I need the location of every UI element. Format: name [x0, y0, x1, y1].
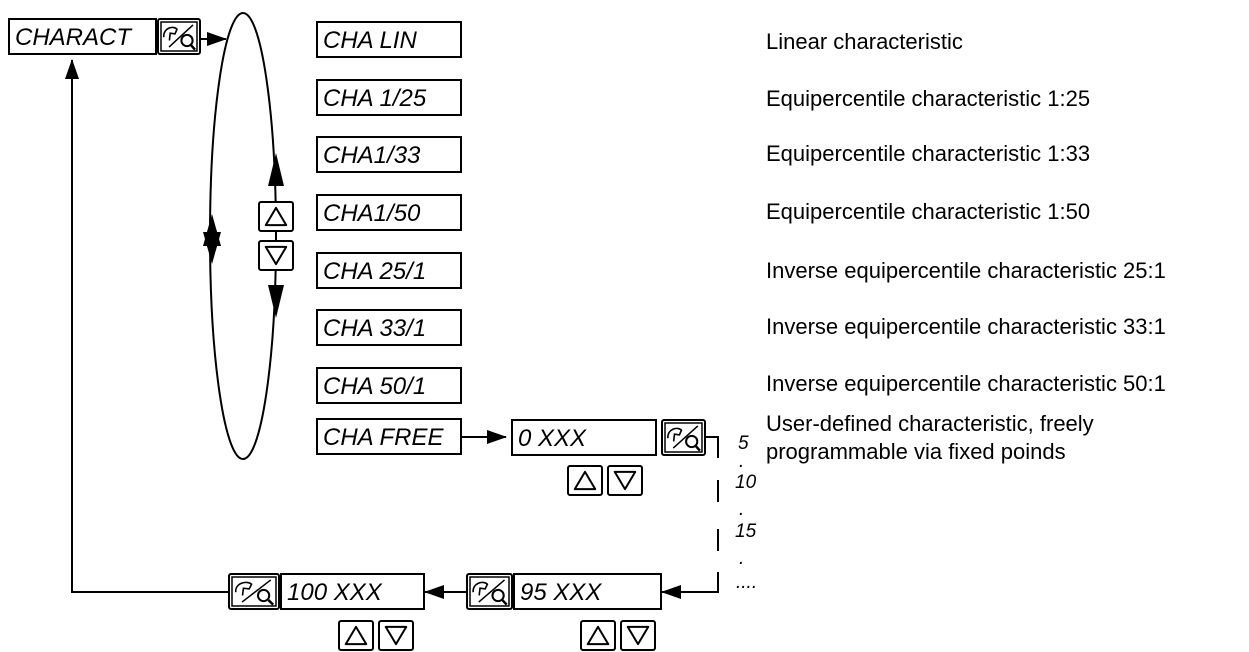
- line-first-point-to-sequence: [706, 436, 719, 458]
- loop-arrow-left-down: [203, 232, 221, 264]
- second-to-last-down-button[interactable]: [620, 620, 656, 651]
- loop-arrow-right-down: [268, 285, 284, 318]
- scroll-up-button[interactable]: [258, 201, 294, 232]
- option-loop-ellipse: [209, 12, 277, 460]
- loop-arrow-right-up: [268, 153, 284, 186]
- description-cha-free-line-1: User-defined characteristic, freely: [766, 411, 1094, 436]
- charact-display: CHARACT: [8, 18, 157, 55]
- sequence-step: .: [739, 499, 745, 520]
- option-cha-25-1[interactable]: CHA 25/1: [316, 252, 462, 289]
- option-cha-1-25[interactable]: CHA 1/25: [316, 79, 462, 116]
- option-cha-1-50[interactable]: CHA1/50: [316, 194, 462, 231]
- last-point-down-button[interactable]: [378, 620, 414, 651]
- first-point-display: 0 XXX: [511, 419, 657, 456]
- second-to-last-enter-button[interactable]: [466, 573, 513, 610]
- description-cha-25-1: Inverse equipercentile characteristic 25…: [766, 258, 1166, 283]
- description-cha-33-1: Inverse equipercentile characteristic 33…: [766, 314, 1166, 339]
- first-point-up-button[interactable]: [567, 465, 603, 496]
- option-cha-free[interactable]: CHA FREE: [316, 418, 462, 455]
- second-to-last-up-button[interactable]: [580, 620, 616, 651]
- option-cha-50-1[interactable]: CHA 50/1: [316, 367, 462, 404]
- scroll-down-button[interactable]: [258, 240, 294, 271]
- sequence-step: 15: [735, 521, 757, 542]
- option-cha-lin[interactable]: CHA LIN: [316, 21, 462, 58]
- arrow-return-to-charact: [65, 59, 228, 593]
- sequence-step: .: [739, 451, 745, 472]
- last-point-enter-button[interactable]: [228, 573, 280, 610]
- description-cha-1-25: Equipercentile characteristic 1:25: [766, 86, 1091, 111]
- description-cha-free-line-2: programmable via fixed poinds: [766, 439, 1066, 464]
- sequence-step: 10: [735, 472, 757, 493]
- charact-enter-button[interactable]: [157, 18, 201, 55]
- description-cha-1-33: Equipercentile characteristic 1:33: [766, 141, 1091, 166]
- first-point-enter-button[interactable]: [661, 419, 706, 456]
- last-point-display: 100 XXX: [280, 573, 425, 610]
- description-cha-50-1: Inverse equipercentile characteristic 50…: [766, 371, 1166, 396]
- arrow-sequence-to-95: [661, 572, 719, 599]
- first-point-down-button[interactable]: [607, 465, 643, 496]
- description-cha-lin: Linear characteristic: [766, 29, 963, 54]
- sequence-step: .: [739, 548, 745, 569]
- option-cha-33-1[interactable]: CHA 33/1: [316, 309, 462, 346]
- last-point-up-button[interactable]: [338, 620, 374, 651]
- option-cha-1-33[interactable]: CHA1/33: [316, 136, 462, 173]
- sequence-step: ....: [736, 572, 758, 593]
- sequence-step: 5: [738, 433, 749, 454]
- description-cha-1-50: Equipercentile characteristic 1:50: [766, 199, 1091, 224]
- second-to-last-point-display: 95 XXX: [513, 573, 662, 610]
